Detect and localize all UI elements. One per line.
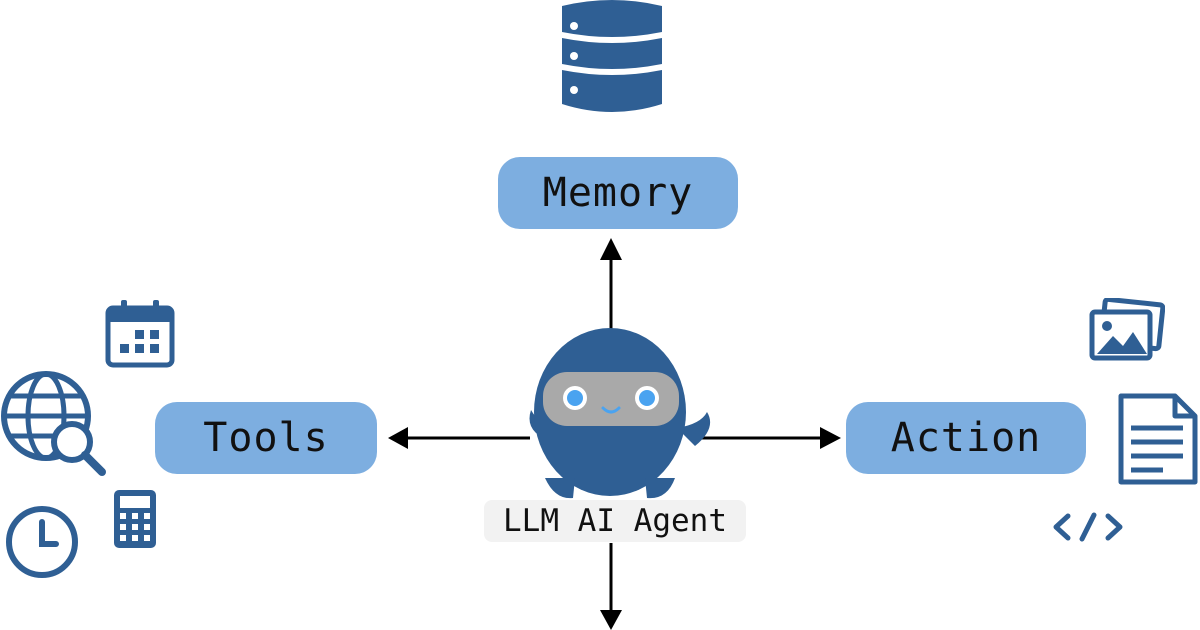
tools-node: Tools — [155, 402, 377, 474]
arrow-head-action — [820, 427, 841, 449]
code-icon — [1053, 512, 1123, 542]
arrow-head-memory — [600, 238, 622, 260]
memory-node: Memory — [498, 157, 738, 229]
globe-search-icon — [1, 371, 106, 476]
calculator-icon — [114, 490, 156, 548]
agent-label: LLM AI Agent — [484, 500, 746, 542]
robot-ninja-icon — [529, 328, 711, 499]
document-icon — [1118, 393, 1198, 485]
clock-icon — [6, 506, 78, 578]
tools-label: Tools — [203, 415, 329, 461]
calendar-icon — [105, 300, 175, 368]
arrow-head-tools — [388, 427, 408, 449]
agent-label-text: LLM AI Agent — [503, 503, 727, 539]
images-icon — [1089, 298, 1165, 361]
memory-label: Memory — [542, 170, 694, 216]
database-icon — [562, 0, 662, 112]
action-label: Action — [890, 415, 1042, 461]
arrow-head-down — [600, 610, 622, 630]
action-node: Action — [846, 402, 1086, 474]
